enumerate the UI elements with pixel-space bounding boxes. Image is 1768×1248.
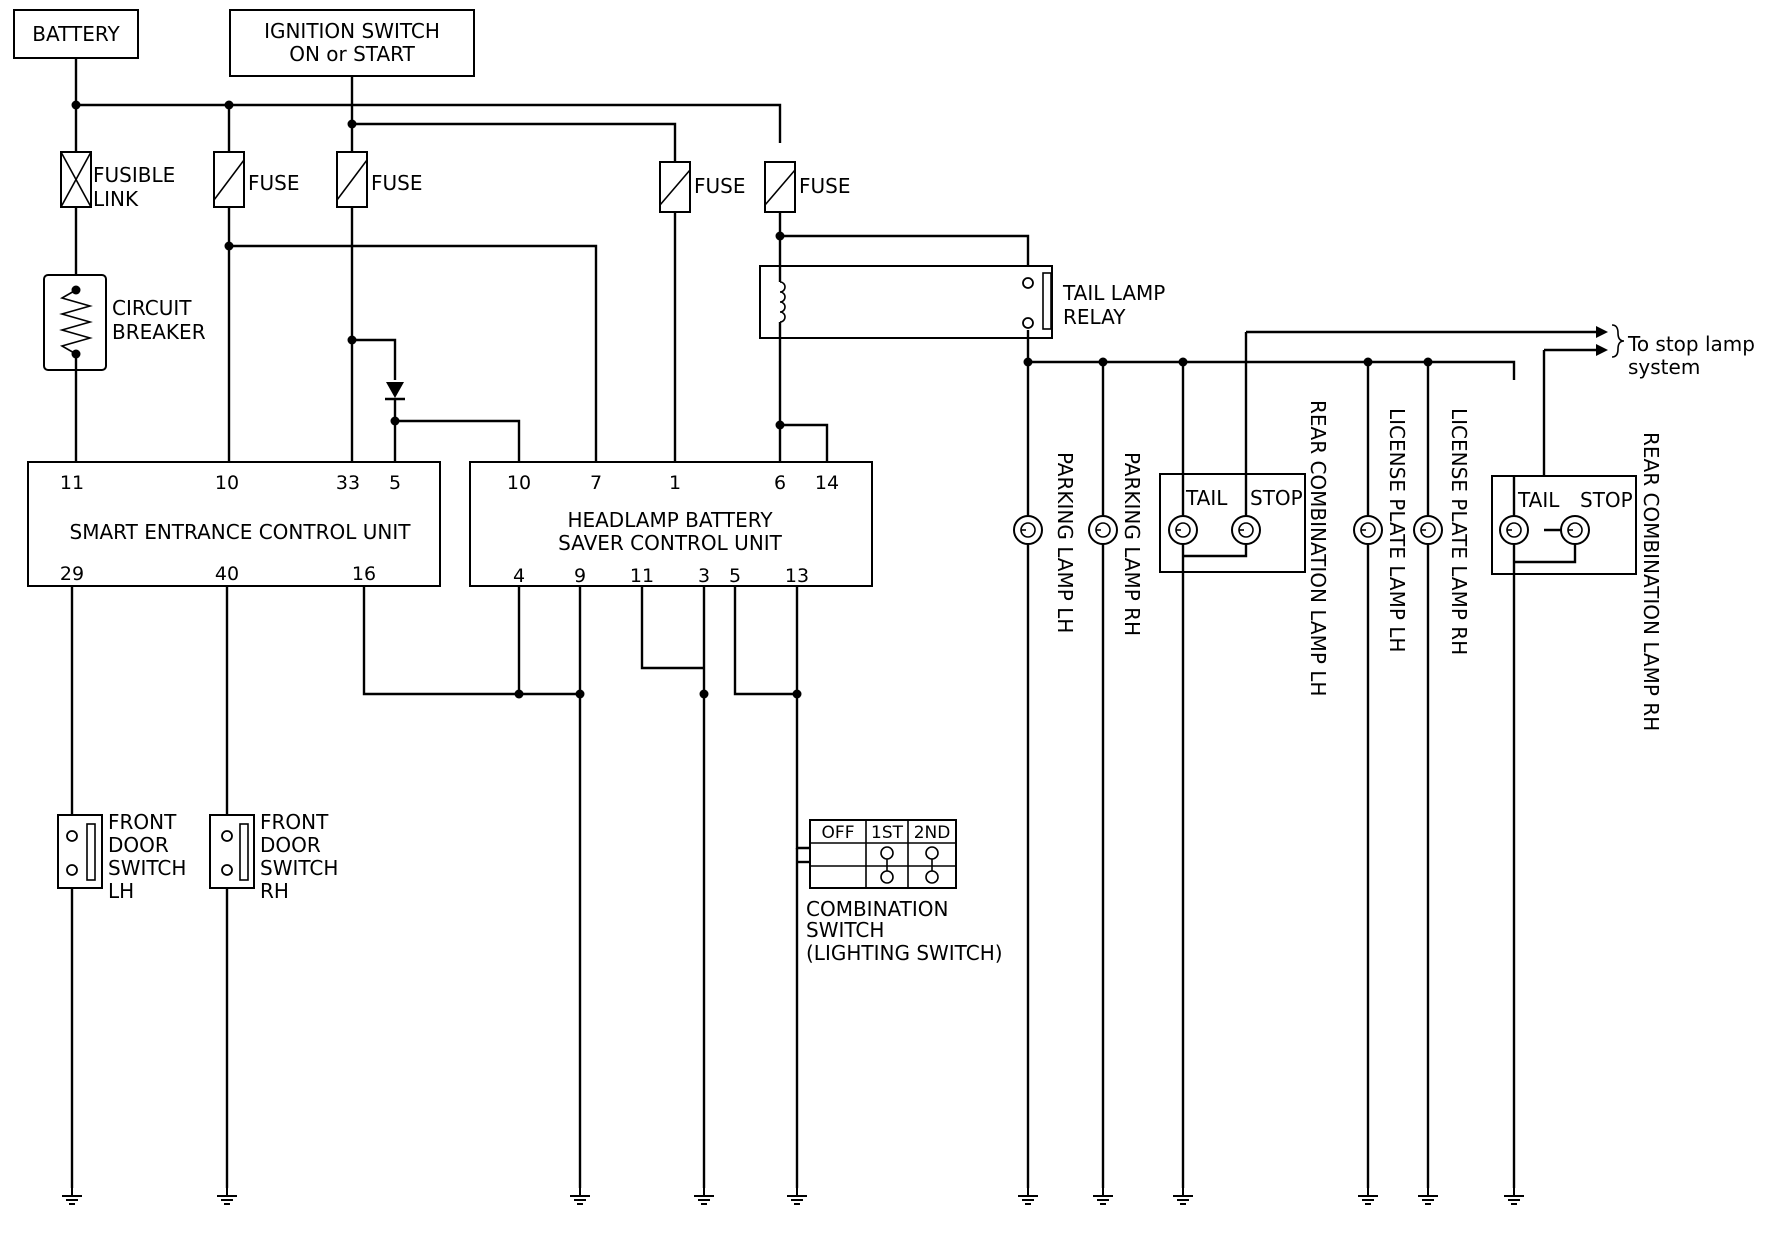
svg-text:LICENSE PLATE LAMP RH: LICENSE PLATE LAMP RH: [1447, 408, 1471, 655]
svg-text:IGNITION SWITCH: IGNITION SWITCH: [264, 19, 440, 43]
svg-text:BREAKER: BREAKER: [112, 320, 206, 344]
svg-text:ON or START: ON or START: [289, 42, 415, 66]
svg-text:6: 6: [774, 472, 786, 494]
svg-text:9: 9: [574, 565, 586, 587]
fuse-3: FUSE: [659, 161, 745, 213]
svg-text:16: 16: [352, 563, 376, 585]
svg-text:SWITCH: SWITCH: [260, 856, 338, 880]
battery-box: BATTERY: [13, 9, 139, 59]
parking-lamp-lh: PARKING LAMP LH: [1013, 452, 1077, 633]
svg-text:LH: LH: [108, 879, 134, 903]
svg-text:4: 4: [513, 565, 525, 587]
svg-text:FUSE: FUSE: [799, 174, 850, 198]
svg-text:3: 3: [698, 565, 710, 587]
svg-text:DOOR: DOOR: [260, 833, 321, 857]
svg-text:14: 14: [815, 472, 839, 494]
svg-text:BATTERY: BATTERY: [32, 22, 120, 46]
parking-lamp-rh: PARKING LAMP RH: [1088, 452, 1144, 636]
svg-text:11: 11: [60, 472, 84, 494]
svg-text:FRONT: FRONT: [108, 810, 177, 834]
svg-text:HEADLAMP BATTERY: HEADLAMP BATTERY: [567, 508, 773, 532]
front-door-switch-lh: FRONT DOOR SWITCH LH: [57, 810, 186, 903]
svg-text:5: 5: [389, 472, 401, 494]
fusible-link: FUSIBLE LINK: [60, 151, 175, 211]
headlamp-battery-saver-control-unit: 10 7 1 6 14 HEADLAMP BATTERY SAVER CONTR…: [469, 461, 873, 587]
svg-text:29: 29: [60, 563, 84, 585]
svg-text:1ST: 1ST: [871, 823, 904, 843]
svg-text:CIRCUIT: CIRCUIT: [112, 296, 192, 320]
svg-text:LICENSE PLATE LAMP LH: LICENSE PLATE LAMP LH: [1385, 408, 1409, 652]
svg-text:system: system: [1628, 355, 1700, 379]
svg-text:1: 1: [669, 472, 681, 494]
circuit-breaker: CIRCUIT BREAKER: [43, 207, 206, 371]
fuse-2: FUSE: [336, 151, 422, 208]
svg-text:40: 40: [215, 563, 239, 585]
svg-text:10: 10: [507, 472, 531, 494]
svg-text:SAVER CONTROL UNIT: SAVER CONTROL UNIT: [558, 531, 783, 555]
svg-text:REAR COMBINATION LAMP LH: REAR COMBINATION LAMP LH: [1306, 400, 1330, 696]
stop-lamp-arrows: To stop lamp system: [1596, 324, 1755, 379]
tail-lamp-relay: TAIL LAMP RELAY: [759, 265, 1165, 339]
svg-text:33: 33: [336, 472, 360, 494]
ground-symbols: [61, 1187, 1525, 1205]
supply-wires: [74, 58, 782, 162]
svg-text:To stop lamp: To stop lamp: [1627, 332, 1755, 356]
svg-text:13: 13: [785, 565, 809, 587]
svg-text:TAIL: TAIL: [1185, 486, 1228, 510]
control-wires: [74, 207, 1030, 462]
license-plate-lamp-rh: LICENSE PLATE LAMP RH: [1413, 408, 1471, 655]
svg-text:10: 10: [215, 472, 239, 494]
license-plate-lamp-lh: LICENSE PLATE LAMP LH: [1353, 408, 1409, 652]
svg-text:TAIL: TAIL: [1517, 488, 1560, 512]
svg-text:SWITCH: SWITCH: [806, 918, 884, 942]
svg-text:RELAY: RELAY: [1063, 305, 1126, 329]
svg-text:5: 5: [729, 565, 741, 587]
svg-text:(LIGHTING SWITCH): (LIGHTING SWITCH): [806, 941, 1003, 965]
svg-text:STOP: STOP: [1250, 486, 1303, 510]
smart-entrance-control-unit: 11 10 33 5 SMART ENTRANCE CONTROL UNIT 2…: [27, 461, 441, 587]
fuse-1: FUSE: [213, 151, 299, 208]
svg-text:PARKING LAMP RH: PARKING LAMP RH: [1120, 452, 1144, 636]
fuse-4: FUSE: [764, 161, 850, 213]
svg-text:STOP: STOP: [1580, 488, 1633, 512]
combination-switch: OFF 1ST 2ND COMBINATION SWITCH (LIGHTING…: [806, 819, 1003, 965]
svg-text:SWITCH: SWITCH: [108, 856, 186, 880]
svg-text:COMBINATION: COMBINATION: [806, 897, 949, 921]
svg-text:11: 11: [630, 565, 654, 587]
svg-text:SMART ENTRANCE CONTROL UNIT: SMART ENTRANCE CONTROL UNIT: [70, 520, 412, 544]
lower-wires: [70, 586, 810, 1188]
svg-text:FUSE: FUSE: [248, 171, 299, 195]
svg-text:PARKING LAMP LH: PARKING LAMP LH: [1053, 452, 1077, 633]
svg-text:7: 7: [590, 472, 602, 494]
svg-text:FUSE: FUSE: [694, 174, 745, 198]
front-door-switch-rh: FRONT DOOR SWITCH RH: [209, 810, 338, 903]
svg-text:FRONT: FRONT: [260, 810, 329, 834]
svg-text:2ND: 2ND: [914, 823, 951, 843]
ignition-switch-box: IGNITION SWITCH ON or START: [229, 9, 475, 77]
rear-combination-lamp-rh: TAIL STOP REAR COMBINATION LAMP RH: [1491, 432, 1663, 1188]
rear-combination-lamp-lh: TAIL STOP REAR COMBINATION LAMP LH: [1159, 400, 1330, 696]
svg-text:REAR COMBINATION LAMP RH: REAR COMBINATION LAMP RH: [1639, 432, 1663, 731]
svg-text:FUSIBLE: FUSIBLE: [93, 163, 175, 187]
svg-text:FUSE: FUSE: [371, 171, 422, 195]
svg-text:OFF: OFF: [822, 823, 855, 843]
svg-text:RH: RH: [260, 879, 289, 903]
diode: [385, 382, 405, 401]
svg-text:TAIL LAMP: TAIL LAMP: [1062, 281, 1165, 305]
lamp-bus: [1026, 330, 1596, 1188]
svg-text:LINK: LINK: [93, 187, 139, 211]
svg-text:DOOR: DOOR: [108, 833, 169, 857]
